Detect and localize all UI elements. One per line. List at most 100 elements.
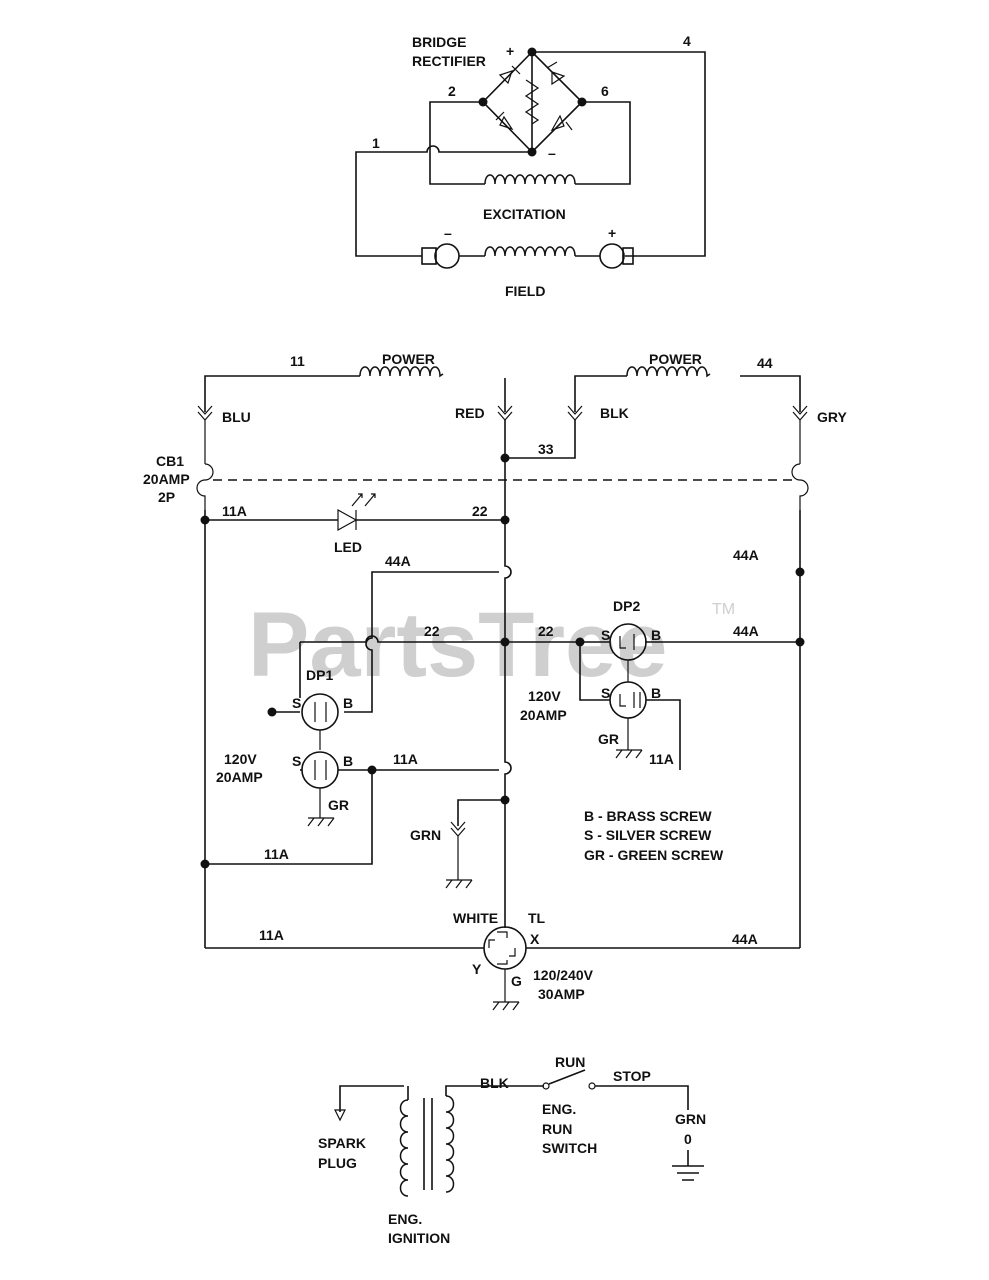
label-wire-44a-top: 44A: [385, 553, 411, 569]
wire-22-bus: [504, 520, 512, 928]
wire-11a-low: [205, 770, 373, 865]
legend-silver: S - SILVER SCREW: [584, 827, 712, 843]
watermark-text: PartsTree: [248, 594, 667, 696]
switch-contact-right: [588, 1082, 596, 1090]
watermark-tm: TM: [712, 601, 735, 618]
label-dp1-s-top: S: [292, 695, 301, 711]
wire-44: [740, 375, 801, 412]
label-ign-zero: 0: [684, 1131, 692, 1147]
label-wire-22-led: 22: [472, 503, 488, 519]
label-cb1: CB1: [156, 453, 184, 469]
field-slip-ring-plus: [599, 243, 625, 269]
label-wire-11a-dp2: 11A: [649, 751, 674, 767]
wire-stop: [595, 1085, 689, 1110]
label-wire-44a-dp2: 44A: [733, 623, 759, 639]
label-dp1-gr: GR: [328, 797, 349, 813]
label-wire-22-right: 22: [538, 623, 554, 639]
label-wire-44a-right: 44A: [733, 547, 759, 563]
label-ign-blk: BLK: [480, 1075, 509, 1091]
run-switch-blade[interactable]: [548, 1069, 586, 1085]
field-minus-label: –: [444, 225, 452, 241]
label-g: G: [511, 973, 522, 989]
label-grn: GRN: [410, 827, 441, 843]
wire-label-4: 4: [683, 33, 691, 49]
label-spark-line2: PLUG: [318, 1155, 357, 1171]
field-label: FIELD: [505, 283, 545, 299]
label-dp1-s-bot: S: [292, 753, 301, 769]
label-wire-22-left: 22: [424, 623, 440, 639]
field-bracket-left: [421, 247, 437, 265]
ignition-secondary-coil: [445, 1095, 455, 1193]
label-red: RED: [455, 405, 485, 421]
label-dp1: DP1: [306, 667, 333, 683]
rectifier-title-line2: RECTIFIER: [412, 53, 486, 69]
label-wire-11: 11: [290, 353, 305, 369]
wire-label-1: 1: [372, 135, 380, 151]
label-wire-44a-bottom: 44A: [732, 931, 758, 947]
rectifier-section: BRIDGE RECTIFIER + – 1 2 4 6 EXCITATION …: [355, 33, 706, 299]
ground-icon: [672, 1165, 704, 1181]
spark-plug-arrow-icon: [334, 1109, 346, 1122]
label-tl: TL: [528, 910, 546, 926]
connector-chevrons: [197, 405, 808, 421]
label-x: X: [530, 931, 540, 947]
rectifier-plus: +: [506, 43, 514, 59]
label-ign-grn: GRN: [675, 1111, 706, 1127]
label-run: RUN: [555, 1054, 585, 1070]
label-wire-11a-low: 11A: [264, 846, 289, 862]
power-section: 11 POWER POWER 44 BLU RED BLK GRY 33 CB1…: [143, 351, 847, 1011]
rectifier-minus: –: [548, 145, 556, 161]
label-dp2-b-bot: B: [651, 685, 661, 701]
label-blk: BLK: [600, 405, 629, 421]
label-dp1-b-top: B: [343, 695, 353, 711]
label-wire-11a-bottom: 11A: [259, 927, 284, 943]
label-switch-line3: SWITCH: [542, 1140, 597, 1156]
breaker-left: [196, 420, 214, 510]
wire-2: [429, 101, 485, 185]
label-tl-rating1: 120/240V: [533, 967, 594, 983]
label-dp2: DP2: [613, 598, 640, 614]
label-stop: STOP: [613, 1068, 651, 1084]
wire-1: [355, 145, 532, 257]
bridge-diodes: [495, 61, 573, 132]
label-dp2-rating1: 120V: [528, 688, 561, 704]
label-cb1-rating: 20AMP: [143, 471, 190, 487]
wire-label-2: 2: [448, 83, 456, 99]
bridge-resistor: [524, 79, 540, 125]
label-dp2-s-bot: S: [601, 685, 610, 701]
dp1-receptacle: [267, 693, 372, 827]
ignition-section: BLK RUN STOP ENG. RUN SWITCH GRN 0 SPARK…: [318, 1054, 706, 1246]
label-led: LED: [334, 539, 362, 555]
field-bracket-right: [622, 247, 634, 265]
label-dp2-gr: GR: [598, 731, 619, 747]
label-gry: GRY: [817, 409, 847, 425]
rectifier-title-line1: BRIDGE: [412, 34, 466, 50]
excitation-coil: [484, 174, 576, 185]
breaker-right: [791, 420, 809, 510]
label-ign-line2: IGNITION: [388, 1230, 450, 1246]
label-white: WHITE: [453, 910, 498, 926]
field-coil: [484, 246, 576, 257]
label-blu: BLU: [222, 409, 251, 425]
wire-44a-dp1: [344, 571, 499, 713]
led-rays: [351, 493, 376, 507]
wire-33: [505, 420, 576, 459]
label-wire-44: 44: [757, 355, 773, 371]
label-dp2-rating2: 20AMP: [520, 707, 567, 723]
wire-4: [532, 51, 706, 257]
power-coil-right: [626, 366, 711, 378]
watermark: PartsTree TM: [248, 594, 735, 696]
label-dp1-rating1: 120V: [224, 751, 257, 767]
label-wire-11a-mid: 11A: [393, 751, 418, 767]
power-coil-left: [359, 366, 444, 378]
label-wire-33: 33: [538, 441, 554, 457]
wire-22-horizontal: [300, 635, 610, 643]
dp2-receptacle: [579, 623, 681, 770]
label-ign-line1: ENG.: [388, 1211, 422, 1227]
wire-blk: [574, 375, 627, 412]
twist-lock-receptacle: [483, 926, 527, 1011]
wire-label-6: 6: [601, 83, 609, 99]
led-symbol: [337, 508, 358, 532]
label-y: Y: [472, 961, 482, 977]
